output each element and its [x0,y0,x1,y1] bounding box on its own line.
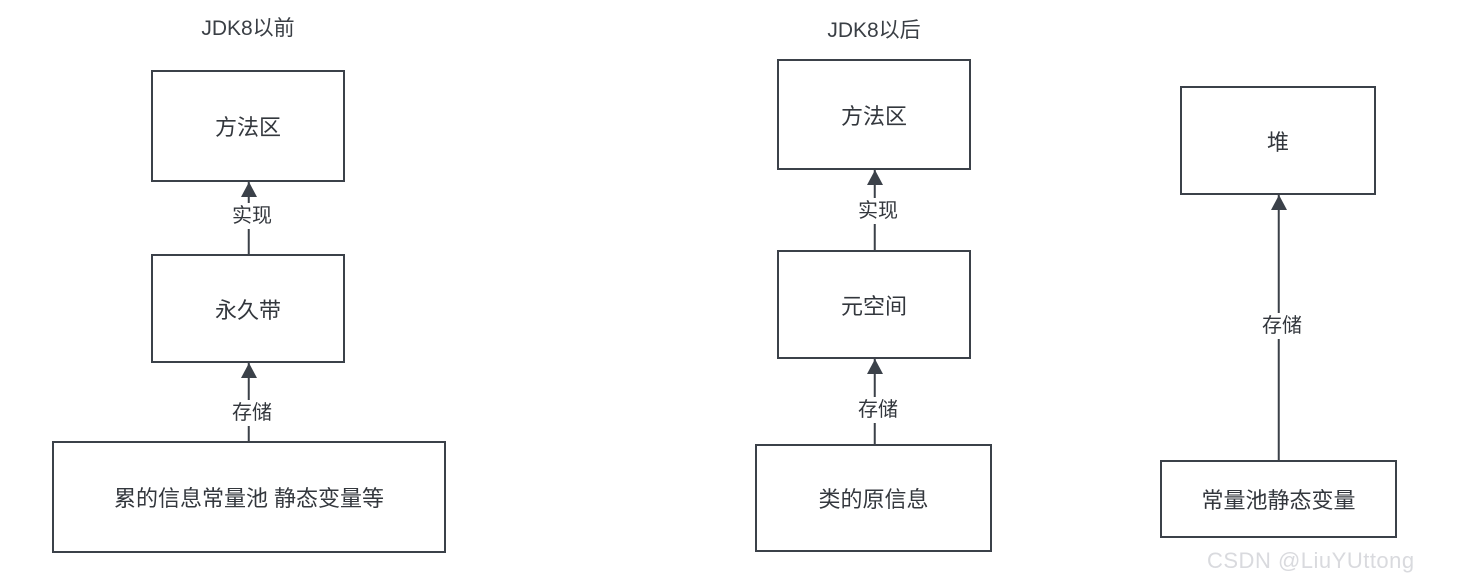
node-method-area-before: 方法区 [151,70,345,182]
node-label: 类的原信息 [818,487,929,512]
node-constant-pool-static-vars: 常量池静态变量 [1160,460,1397,538]
node-class-info-pool: 累的信息常量池 静态变量等 [52,441,446,553]
node-label: 方法区 [214,115,281,140]
node-label: 堆 [1266,129,1289,155]
node-label: 方法区 [840,103,907,129]
node-method-area-after: 方法区 [777,59,971,170]
node-label: 元空间 [840,293,907,319]
column-title-after-jdk8: JDK8以后 [827,19,921,42]
edge-label-implements-after: 实现 [824,198,932,224]
column-title-before-jdk8: JDK8以前 [201,17,295,40]
watermark: CSDN @LiuYUttong [1207,548,1415,573]
node-permgen: 永久带 [151,254,345,363]
arrow-head-up-icon [1270,195,1287,210]
node-class-meta-info: 类的原信息 [755,444,992,552]
node-metaspace: 元空间 [777,250,971,359]
arrow-head-up-icon [866,170,883,185]
node-heap: 堆 [1180,86,1376,195]
arrow-head-up-icon [240,182,257,197]
arrow-head-up-icon [866,359,883,374]
node-label: 常量池静态变量 [1201,488,1356,513]
edge-label-stores-after: 存储 [824,397,932,423]
arrow-head-up-icon [240,363,257,378]
node-label: 永久带 [214,297,281,323]
edge-label-implements-before: 实现 [198,203,306,229]
edge-label-stores-before: 存储 [198,400,306,426]
edge-label-stores-heap: 存储 [1228,313,1336,339]
node-label: 累的信息常量池 静态变量等 [113,486,385,511]
